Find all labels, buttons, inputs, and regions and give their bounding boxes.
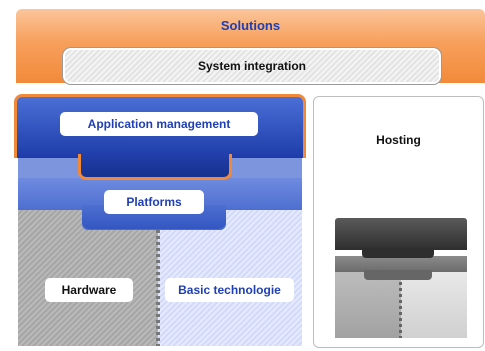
application-management-label: Application management (87, 117, 231, 131)
application-management-notch (78, 154, 232, 180)
hosting-mini-middle (335, 256, 467, 272)
system-integration-bar (62, 47, 442, 85)
layer-divider (156, 230, 160, 346)
hosting-mini-divider (399, 282, 402, 338)
hosting-label: Hosting (376, 133, 421, 147)
platforms-label-box (104, 190, 204, 214)
hosting-mini-middle-notch (364, 270, 432, 280)
hosting-mini-left (335, 272, 401, 338)
hosting-mini-top-notch (362, 248, 434, 258)
hardware-label: Hardware (61, 283, 117, 297)
basic-technologie-label-box (165, 278, 294, 302)
application-management-label-box (60, 112, 258, 136)
basic-technologie-label: Basic technologie (178, 283, 281, 297)
platforms-label: Platforms (126, 195, 182, 209)
system-integration-label: System integration (197, 59, 307, 73)
hardware-label-box (45, 278, 133, 302)
hosting-mini-right (401, 272, 467, 338)
hosting-mini-top (335, 218, 467, 250)
solutions-label: Solutions (220, 18, 281, 33)
